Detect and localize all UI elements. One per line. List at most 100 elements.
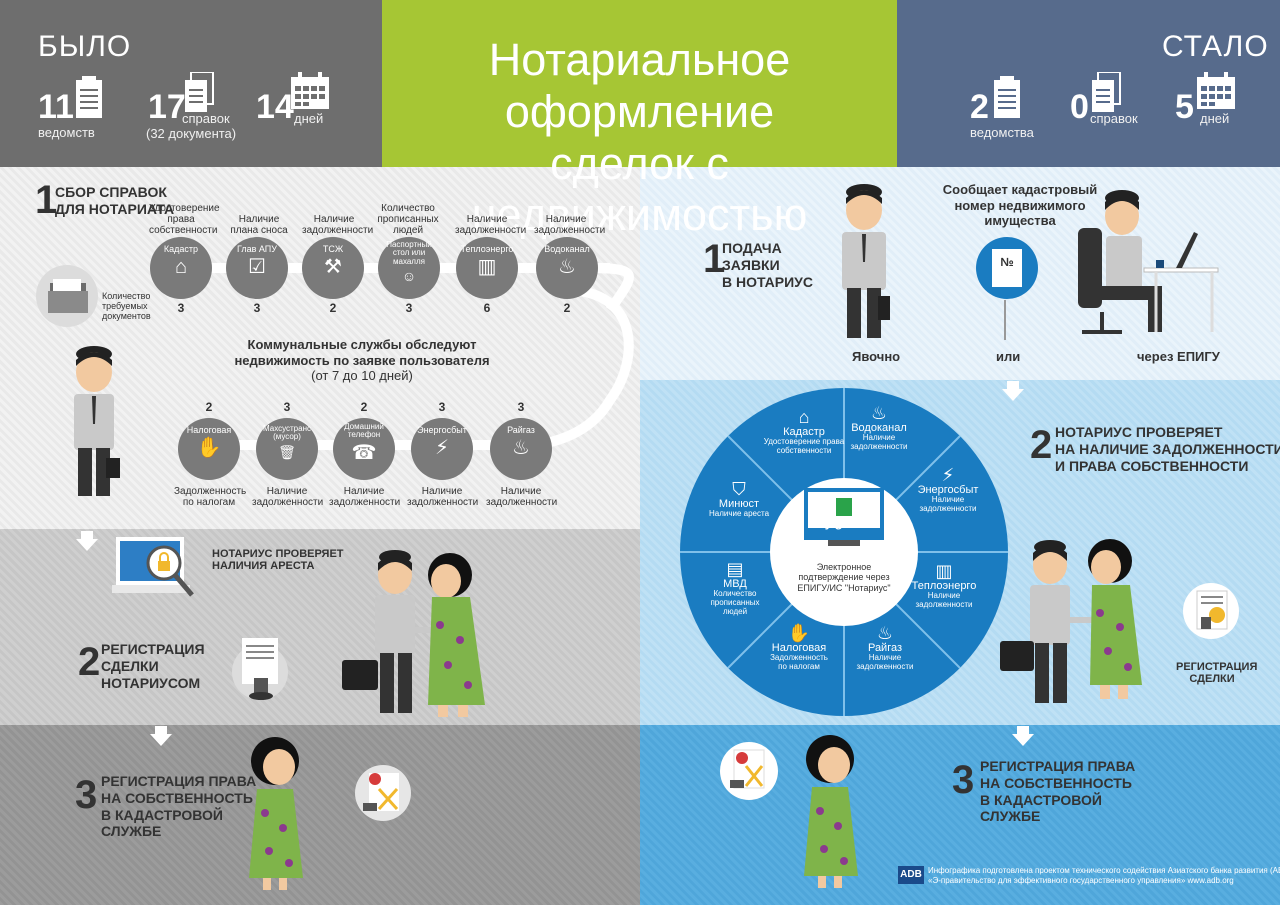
doc-count: 3	[405, 301, 413, 315]
citizen-man-figure	[74, 346, 120, 496]
row1-top-3-l2: прописанных	[377, 214, 439, 225]
site-url-label: my.gov.uz	[813, 515, 875, 530]
after-step1-number: 1	[703, 237, 726, 281]
before-step3-number: 3	[75, 773, 98, 817]
contract-stamp-icon	[232, 638, 288, 700]
after-step3-number: 3	[952, 758, 975, 802]
certificate-icon	[720, 742, 778, 800]
contract-stamp-icon	[1183, 583, 1239, 639]
doc-count: 2	[563, 301, 571, 315]
epigu-service-wheel	[680, 388, 1008, 716]
before-label: БЫЛО	[38, 30, 132, 63]
number-sign: №	[992, 249, 1022, 287]
segment-sub2: задолженности	[919, 503, 977, 513]
cadastre-line1: Сообщает кадастровый	[942, 182, 1098, 197]
deal-line2: СДЕЛКИ	[1189, 673, 1235, 686]
before-step2-line3: НОТАРИУСОМ	[101, 674, 201, 691]
certificate-icon	[355, 765, 411, 821]
id-card-icon: ▤	[726, 559, 744, 579]
after-step2-line3: И ПРАВА СОБСТВЕННОСТИ	[1055, 457, 1249, 474]
folder-icon	[36, 265, 98, 327]
segment-sub1: Наличие	[862, 433, 896, 443]
people-icon: ☺	[401, 268, 417, 285]
house-icon: ⌂	[798, 407, 810, 427]
stat-certs-before: 17	[148, 88, 186, 126]
row1-top-0-l2: права	[167, 214, 195, 225]
stat-agencies-before-label: ведомств	[38, 125, 95, 140]
docs-count-line2: требуемых	[102, 300, 148, 311]
before-step1-number: 1	[35, 178, 58, 222]
row2-b0-l2: по налогам	[182, 497, 236, 508]
row2-b3-l1: Наличие	[421, 486, 463, 497]
stat-days-after: 5	[1175, 88, 1194, 126]
segment-sub1: Наличие	[868, 653, 902, 663]
before-step3-line2: НА СОБСТВЕННОСТЬ	[101, 789, 253, 806]
row2-b4-l2: задолженности	[486, 497, 558, 508]
agency-name: Водоканал	[544, 244, 590, 254]
agency-circle-glavapu: Глав АПУ☑	[226, 237, 288, 299]
before-step1-title-line2: ДЛЯ НОТАРИАТА	[55, 200, 175, 217]
stat-days-before: 14	[256, 88, 294, 126]
footer-line2: «Э-правительство для эффективного госуда…	[928, 876, 1234, 886]
after-step3-line3: В КАДАСТРОВОЙ	[980, 791, 1102, 808]
agency-circle-tszh: ТСЖ⚒	[302, 237, 364, 299]
agency-circle-passport: Паспортный стол или махалля☺	[378, 237, 440, 299]
tools-icon: ⚒	[324, 256, 342, 278]
row1-top-1-l2: плана сноса	[230, 225, 288, 236]
agency-name: Домашний телефон	[344, 422, 384, 440]
plug-icon: ⚡	[941, 465, 955, 485]
segment-sub2: людей	[722, 606, 748, 616]
stat-days-before-label: дней	[294, 111, 324, 126]
row1-top-3-l3: людей	[392, 225, 424, 236]
woman-figure	[804, 735, 858, 888]
footer-line1: Инфографика подготовлена проектом технич…	[928, 866, 1280, 875]
agency-circle-teploenergo: Теплоэнерго▥	[456, 237, 518, 299]
phone-icon: ☎	[351, 441, 377, 464]
segment-sub1: Наличие	[931, 495, 965, 505]
before-step3-panel	[0, 725, 640, 905]
down-arrow-icon	[1002, 381, 1024, 401]
row1-top-5-l1: Наличие	[545, 214, 587, 225]
down-arrow-icon	[1012, 726, 1034, 746]
stat-docs-before-label: (32 документа)	[146, 126, 237, 141]
before-step2-panel	[0, 529, 640, 725]
doc-count: 6	[483, 301, 491, 315]
after-step3-line4: СЛУЖБЕ	[980, 808, 1041, 825]
doc-count: 2	[360, 400, 368, 414]
center-line3: ЕПИГУ/ИС "Нотариус"	[797, 582, 891, 593]
bathtub-icon: ♨	[558, 256, 576, 278]
after-step2-number: 2	[1030, 423, 1053, 467]
segment-sub2: собственности	[776, 445, 832, 455]
deal-couple-figure	[342, 550, 485, 717]
center-line1: Электронное	[816, 562, 872, 572]
stat-certs-before-label: справок	[182, 111, 230, 126]
utility-note-line2: недвижимость по заявке пользователя	[234, 352, 490, 368]
radiator-icon: ▥	[935, 561, 953, 581]
house-icon: ⌂	[174, 256, 188, 278]
before-step3-line1: РЕГИСТРАЦИЯ ПРАВА	[101, 773, 257, 789]
row2-b4-l1: Наличие	[500, 486, 542, 497]
segment-name: Энергосбыт	[917, 484, 979, 496]
checkbox-icon: ☑	[248, 256, 266, 278]
after-step3-line2: НА СОБСТВЕННОСТЬ	[980, 774, 1132, 791]
docs-count-line1: Количество	[102, 291, 151, 301]
applicant-man-figure	[842, 184, 890, 338]
footer-credit: Инфографика подготовлена проектом технич…	[928, 866, 1280, 887]
hand-coin-icon: ✋	[787, 623, 811, 643]
row1-top-4-l2: задолженности	[455, 225, 527, 236]
